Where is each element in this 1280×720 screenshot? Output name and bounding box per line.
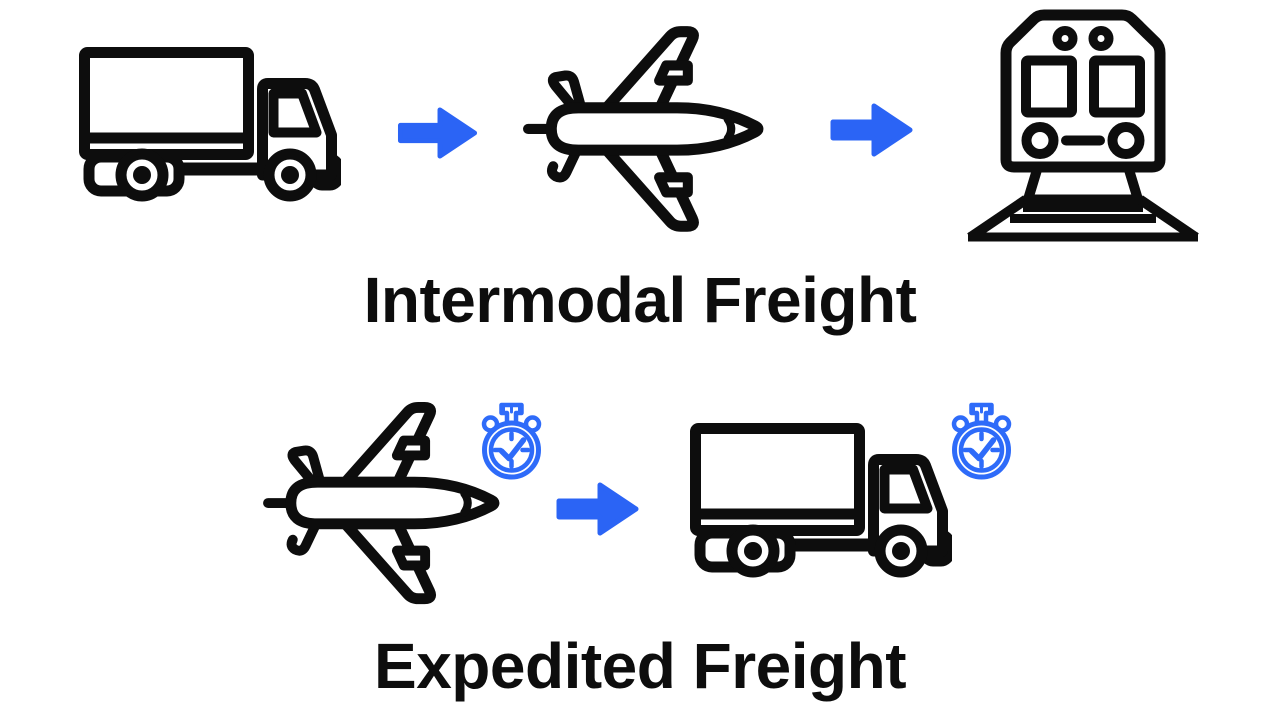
plane-icon: [260, 396, 506, 620]
stopwatch-check-icon: [942, 397, 1021, 481]
arrow-right-icon: [556, 481, 640, 537]
expedited-freight-label: Expedited Freight: [374, 630, 907, 702]
intermodal-freight-label: Intermodal Freight: [363, 264, 917, 336]
arrow-right-icon: [830, 102, 914, 158]
plane-icon: [520, 20, 770, 248]
train-icon: [960, 9, 1206, 242]
stopwatch-check-icon: [472, 397, 551, 481]
truck-icon: [688, 421, 952, 585]
truck-icon: [77, 45, 341, 209]
arrow-right-icon: [397, 106, 479, 160]
